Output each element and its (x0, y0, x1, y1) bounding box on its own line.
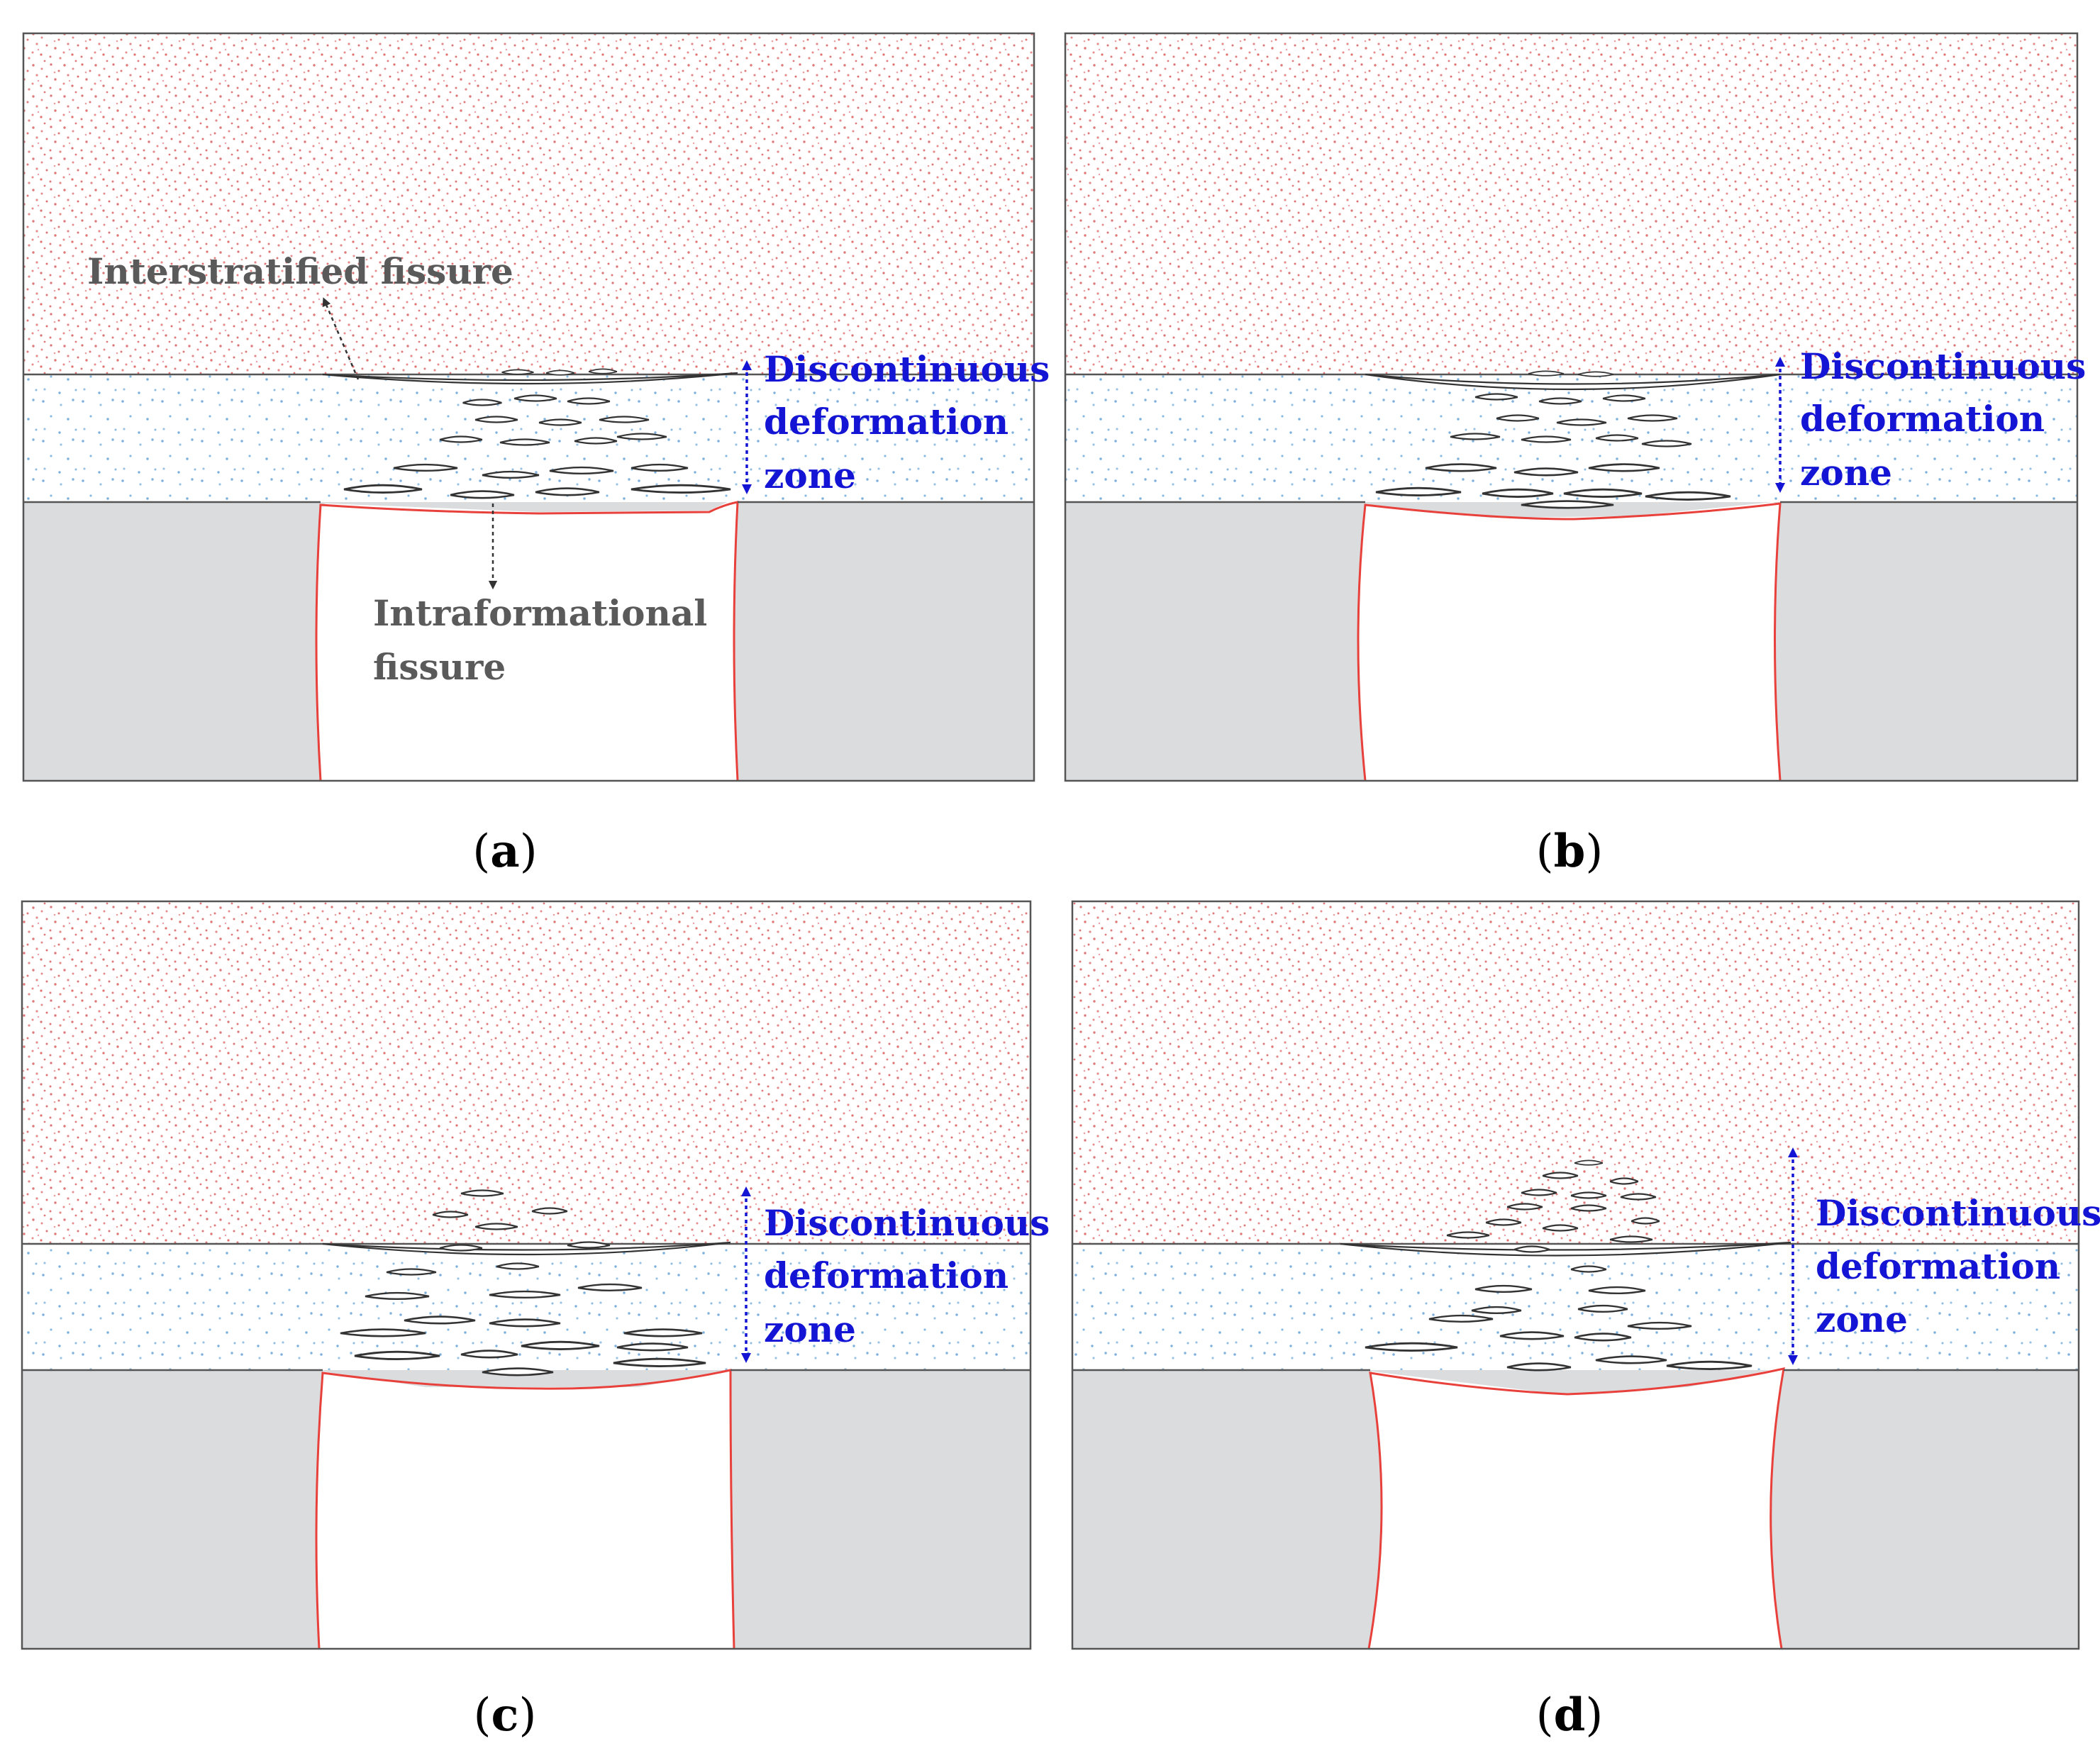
zone-label-line2: deformation (1800, 398, 2045, 440)
goaf-boundary (1357, 502, 1782, 781)
panel-d: Discontinuous deformation zone (d) (1071, 900, 2100, 1742)
intraformational-label-line1: Intraformational (373, 592, 707, 634)
zone-label-line1: Discontinuous (764, 348, 1050, 390)
goaf (316, 1370, 734, 1649)
goaf-boundary (1367, 1367, 1785, 1649)
panel-b-frame (1064, 32, 2079, 782)
panel-a: Interstratified fissure Intraformational… (22, 32, 1050, 878)
interstratified-fissure (322, 372, 738, 385)
goaf (1369, 1367, 1784, 1649)
panel-d-frame (1071, 900, 2080, 1650)
intraformational-label-line2: fissure (373, 646, 506, 688)
goaf-boundary (315, 1369, 735, 1649)
lower-stratum (1072, 1244, 2079, 1370)
panel-c: Discontinuous deformation zone (c) (21, 900, 1050, 1742)
zone-label-line3: zone (764, 455, 856, 496)
panel-b-caption: (b) (1536, 825, 1604, 878)
panel-d-caption: (d) (1536, 1689, 1604, 1742)
interstratified-fissure-label: Interstratified fissure (87, 250, 513, 292)
zone-label-line3: zone (1800, 452, 1892, 494)
lower-stratum (1065, 374, 2077, 502)
panel-c-frame (21, 900, 1032, 1650)
zone-label-line1: Discontinuous (1800, 345, 2086, 387)
zone-label-line3: zone (764, 1308, 856, 1350)
panel-b: Discontinuous deformation zone (b) (1064, 32, 2086, 878)
zone-label-line2: deformation (764, 401, 1009, 443)
upper-stratum (23, 33, 1034, 374)
zone-label-line1: Discontinuous (1816, 1192, 2100, 1234)
upper-stratum (1065, 33, 2077, 374)
panel-a-caption: (a) (472, 825, 537, 878)
goaf-boundary (315, 501, 739, 781)
zone-label-line1: Discontinuous (764, 1202, 1050, 1244)
goaf (1358, 502, 1780, 781)
zone-label-line2: deformation (1816, 1245, 2060, 1287)
goaf (316, 501, 738, 781)
upper-stratum (22, 901, 1030, 1244)
zone-label-line3: zone (1816, 1298, 1908, 1340)
zone-label-line2: deformation (764, 1254, 1009, 1296)
upper-stratum (1072, 901, 2079, 1244)
panel-a-frame (22, 32, 1035, 782)
panel-c-caption: (c) (474, 1689, 537, 1742)
